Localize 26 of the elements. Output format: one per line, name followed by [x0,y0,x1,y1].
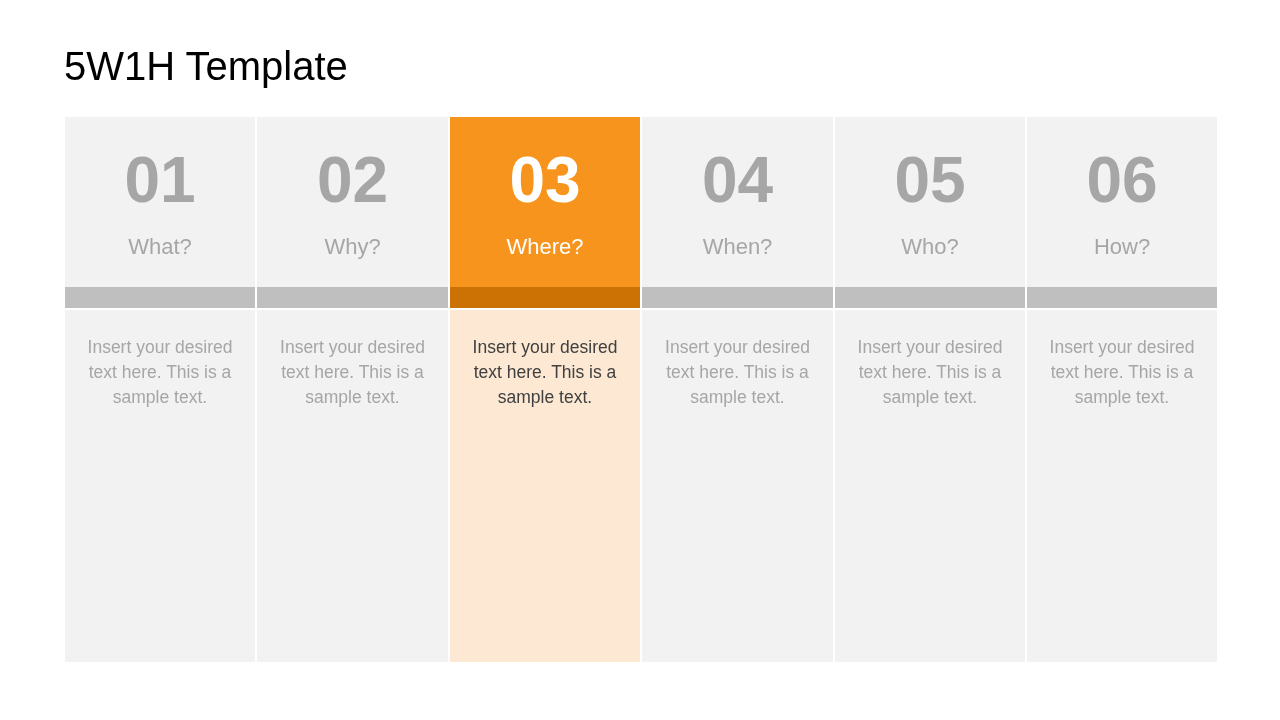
description-text: Insert your desired text here. This is a sample text. [664,336,811,409]
description-text: Insert your desired text here. This is a sample text. [279,336,426,409]
description-text: Insert your desired text here. This is a sample text. [471,336,619,409]
header-panel [257,117,448,308]
header-panel [835,117,1025,308]
description-text: Insert your desired text here. This is a sample text. [1048,336,1196,409]
description-text: Insert your desired text here. This is a sample text. [86,336,234,409]
step-number: 05 [894,145,966,215]
question-label: Why? [324,233,381,261]
step-number: 04 [701,145,774,215]
question-label: Where? [506,233,584,261]
header-panel [642,117,833,308]
step-number: 01 [124,145,196,215]
step-number: 06 [1086,145,1158,215]
question-label: What? [128,233,192,261]
slide-title: 5W1H Template [64,43,348,90]
header-panel [65,117,255,308]
question-label: When? [702,233,773,261]
step-number: 03 [509,145,581,215]
description-text: Insert your desired text here. This is a sample text. [856,336,1004,409]
text-panel [450,310,640,662]
question-label: How? [1093,233,1151,261]
step-number: 02 [316,145,389,215]
header-panel [450,117,640,308]
question-label: Who? [901,233,959,261]
header-panel [1027,117,1217,308]
